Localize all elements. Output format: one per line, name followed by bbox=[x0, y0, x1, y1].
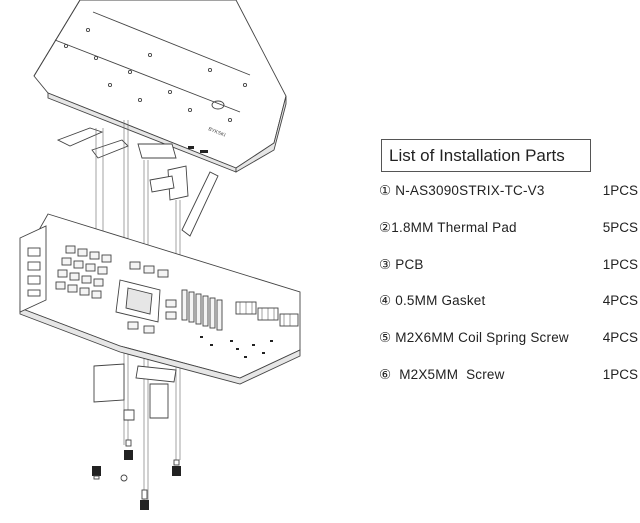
exploded-assembly-diagram: BYKSKI bbox=[19, 0, 301, 510]
part-name: ⑤ M2X6MM Coil Spring Screw bbox=[379, 330, 569, 345]
parts-list: ① N-AS3090STRIX-TC-V3 1PCS ②1.8MM Therma… bbox=[379, 0, 640, 523]
list-item: ③ PCB 1PCS bbox=[379, 257, 640, 279]
list-item: ① N-AS3090STRIX-TC-V3 1PCS bbox=[379, 183, 640, 205]
screw bbox=[172, 459, 181, 476]
thermal-pads-upper bbox=[56, 127, 219, 237]
part-name: ②1.8MM Thermal Pad bbox=[379, 220, 517, 235]
part-quantity: 1PCS bbox=[602, 183, 638, 198]
part-quantity: 4PCS bbox=[602, 293, 638, 308]
water-block: BYKSKI bbox=[33, 0, 287, 173]
screw bbox=[140, 489, 149, 510]
part-quantity: 1PCS bbox=[602, 367, 638, 382]
list-item: ④ 0.5MM Gasket 4PCS bbox=[379, 293, 640, 315]
screws bbox=[92, 439, 181, 510]
part-quantity: 5PCS bbox=[602, 220, 638, 235]
part-name: ⑥ M2X5MM Screw bbox=[379, 367, 505, 382]
part-name: ① N-AS3090STRIX-TC-V3 bbox=[379, 183, 545, 198]
list-item: ⑥ M2X5MM Screw 1PCS bbox=[379, 367, 640, 389]
screw bbox=[120, 474, 128, 482]
pcb-board bbox=[19, 213, 301, 385]
list-item: ⑤ M2X6MM Coil Spring Screw 4PCS bbox=[379, 330, 640, 352]
parts-list-title: List of Installation Parts bbox=[381, 139, 591, 172]
part-quantity: 4PCS bbox=[602, 330, 638, 345]
thermal-pads-lower bbox=[93, 363, 177, 421]
part-name: ③ PCB bbox=[379, 257, 424, 272]
part-quantity: 1PCS bbox=[602, 257, 638, 272]
screw bbox=[124, 439, 133, 460]
screw bbox=[92, 466, 101, 480]
list-item: ②1.8MM Thermal Pad 5PCS bbox=[379, 220, 640, 242]
part-name: ④ 0.5MM Gasket bbox=[379, 293, 486, 308]
